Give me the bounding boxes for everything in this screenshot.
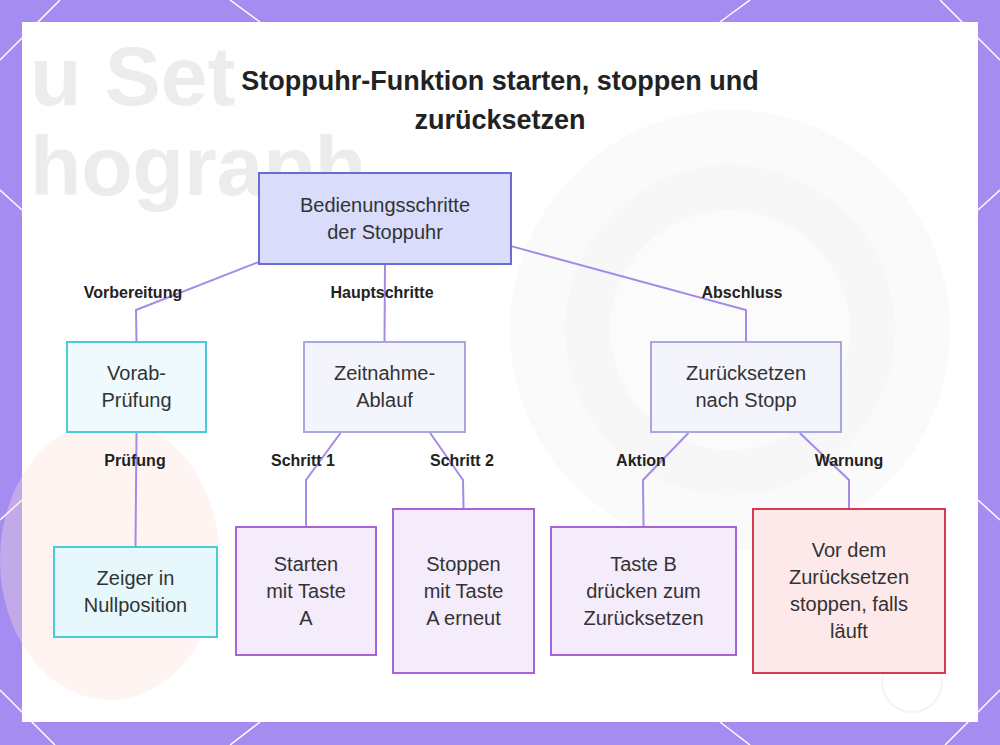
node-label: Zeiger in Nullposition <box>67 565 204 619</box>
edge-label: Warnung <box>815 452 884 470</box>
watch-illustration <box>0 110 950 712</box>
edge-label: Prüfung <box>104 452 165 470</box>
node-label: Zeitnahme-Ablauf <box>317 360 452 414</box>
edge-label: Aktion <box>616 452 666 470</box>
node-label: Taste B drücken zum Zurücksetzen <box>580 551 707 632</box>
edge-label: Hauptschritte <box>330 284 433 302</box>
panel <box>22 22 978 722</box>
edge-label: Schritt 1 <box>271 452 335 470</box>
connector-layer <box>136 246 850 546</box>
root-box: Bedienungsschritte der Stoppuhr <box>258 172 512 265</box>
category-box: Zeitnahme-Ablauf <box>303 341 466 433</box>
node-label: Vorab-Prüfung <box>80 360 193 414</box>
category-box: Zurücksetzen nach Stopp <box>650 341 842 433</box>
diagram-title: Stoppuhr-Funktion starten, stoppen und z… <box>220 62 780 140</box>
node-label: Bedienungsschritte der Stoppuhr <box>284 192 486 246</box>
connector-line <box>643 433 688 526</box>
edge-label: Schritt 2 <box>430 452 494 470</box>
check-box: Zeiger in Nullposition <box>53 546 218 638</box>
step-box: Taste B drücken zum Zurücksetzen <box>550 526 737 656</box>
connector-line <box>430 433 463 508</box>
connector-line <box>306 433 340 526</box>
node-label: Starten mit Taste A <box>261 551 351 632</box>
category-box: Vorab-Prüfung <box>66 341 207 433</box>
edge-label: Vorbereitung <box>84 284 182 302</box>
node-label: Vor dem Zurücksetzen stoppen, falls läuf… <box>781 537 917 645</box>
node-label: Zurücksetzen nach Stopp <box>670 360 822 414</box>
watermark-text: u Set <box>30 28 235 125</box>
edge-label: Abschluss <box>702 284 783 302</box>
node-label: Stoppen mit Taste A erneut <box>418 551 509 632</box>
step-box: Stoppen mit Taste A erneut <box>392 508 535 674</box>
connector-line <box>800 433 849 508</box>
warning-box: Vor dem Zurücksetzen stoppen, falls läuf… <box>752 508 946 674</box>
step-box: Starten mit Taste A <box>235 526 377 656</box>
connector-line <box>384 265 387 341</box>
connector-line <box>136 262 258 341</box>
connector-line <box>136 433 137 546</box>
